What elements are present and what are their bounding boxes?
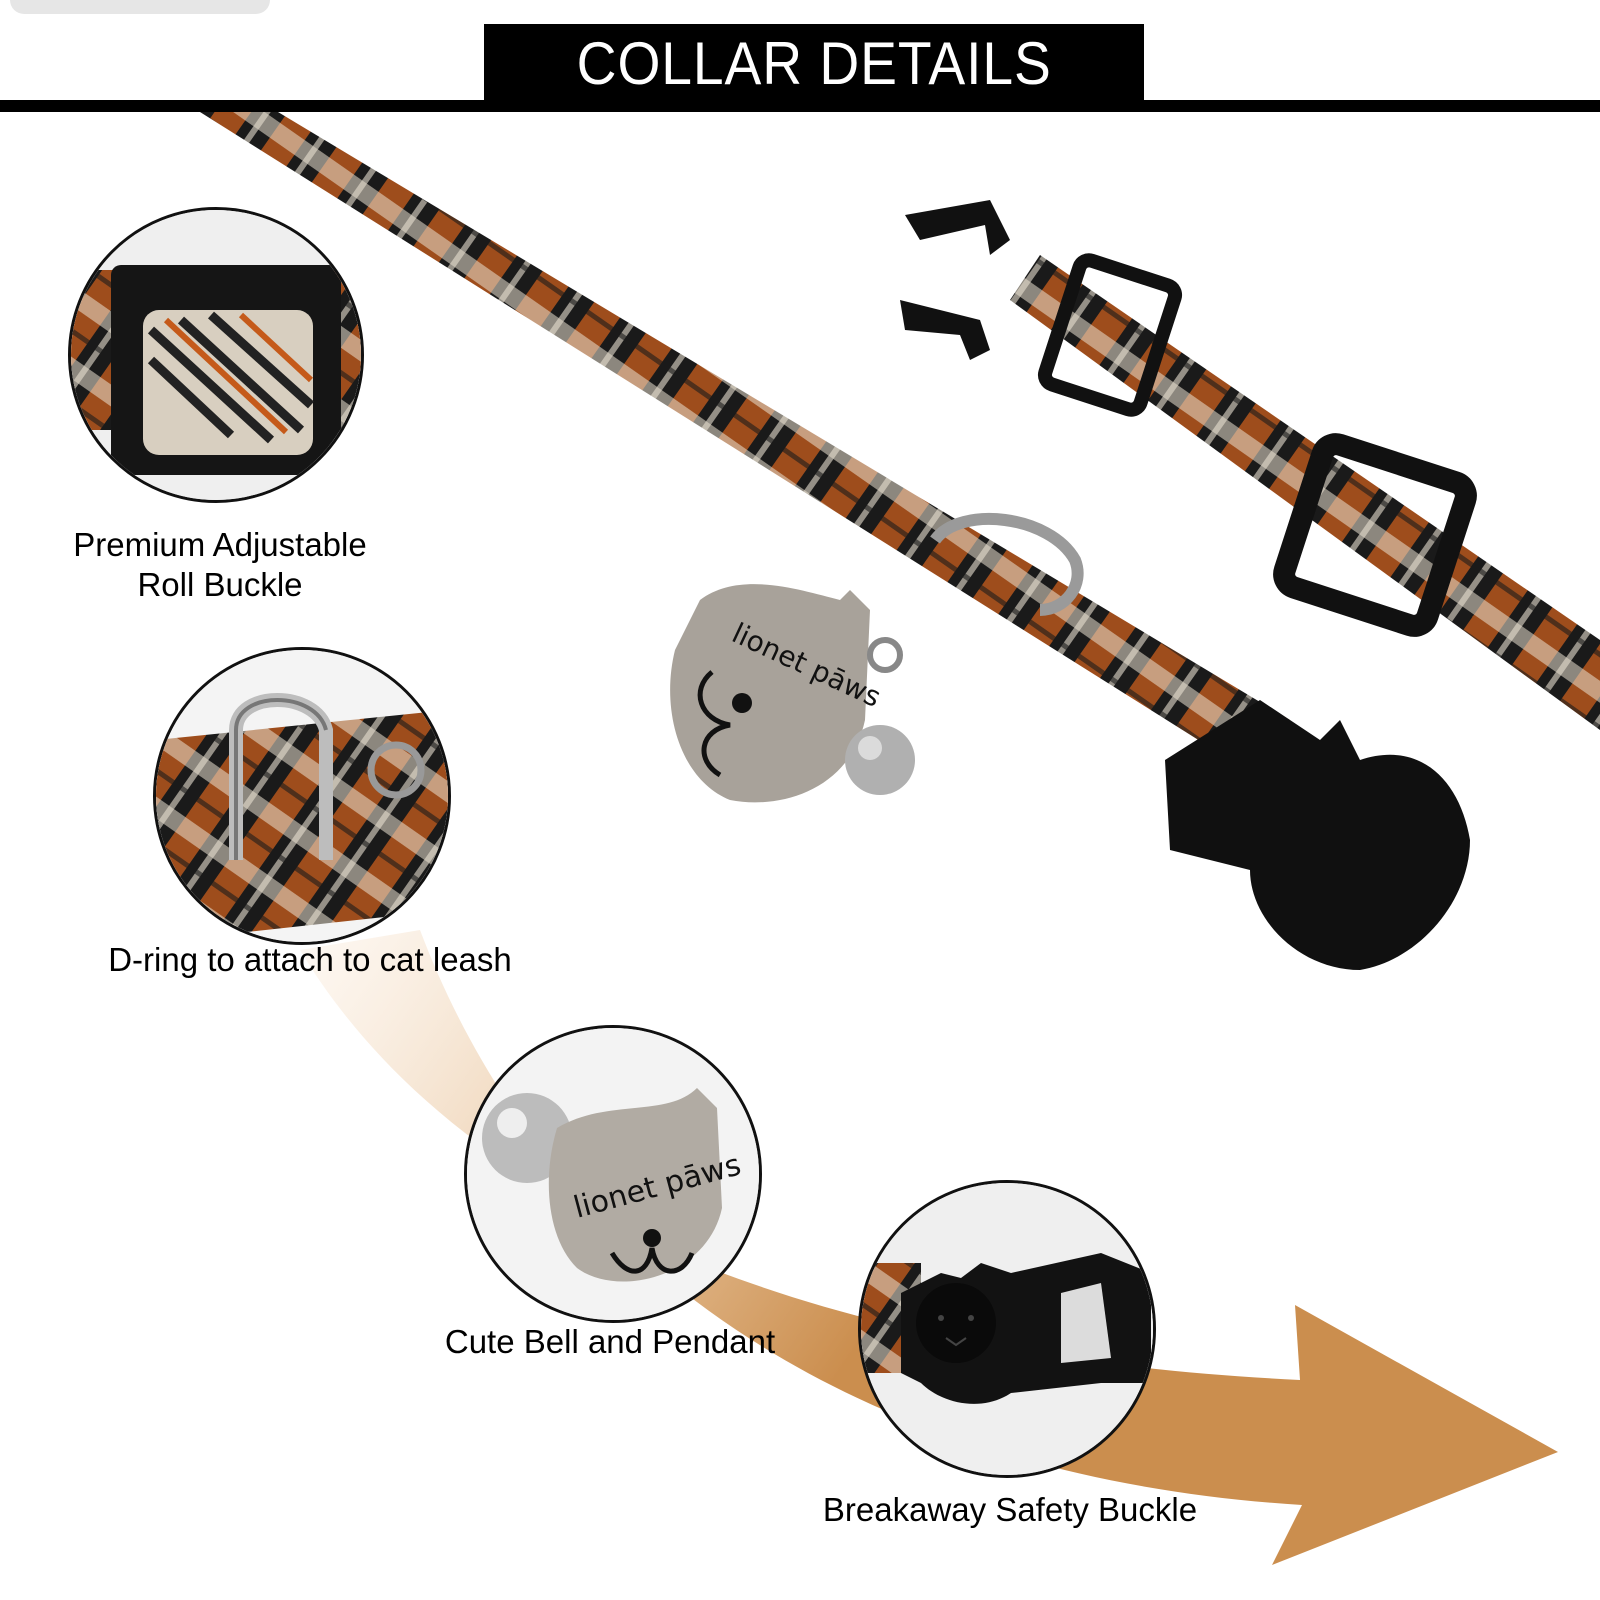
d-ring-closeup: [153, 647, 451, 945]
title-banner: COLLAR DETAILS: [484, 24, 1144, 102]
feature-label-d-ring: D-ring to attach to cat leash: [108, 941, 512, 978]
feature-label-line1: Premium Adjustable: [73, 526, 367, 563]
page-title: COLLAR DETAILS: [576, 29, 1052, 97]
shadow-decor: [10, 0, 270, 14]
feature-label-roll-buckle: Premium Adjustable Roll Buckle: [30, 525, 410, 605]
feature-label-line2: Roll Buckle: [137, 566, 303, 603]
breakaway-buckle-closeup: [858, 1180, 1156, 1478]
feature-label-bell-pendant: Cute Bell and Pendant: [444, 1323, 776, 1360]
roll-buckle-closeup: [68, 207, 364, 503]
feature-label-breakaway-buckle: Breakaway Safety Buckle: [822, 1491, 1198, 1528]
title-divider: [0, 100, 1600, 112]
bell-pendant-closeup: lionet pāws: [464, 1025, 762, 1323]
